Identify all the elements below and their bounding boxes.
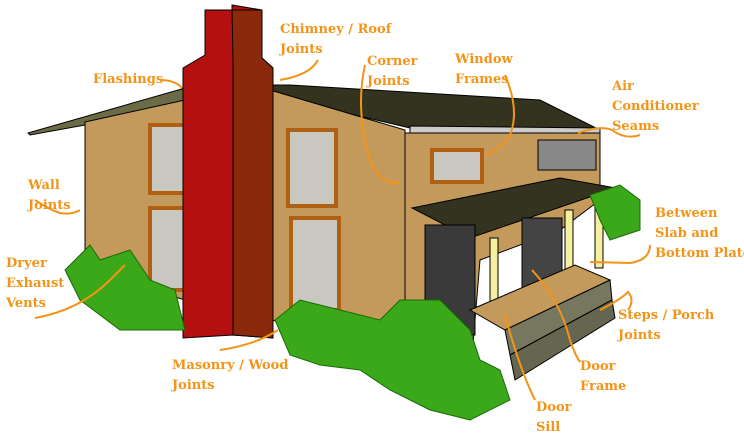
label-wall-joints: Wall Joints bbox=[28, 178, 71, 213]
air-conditioner bbox=[537, 139, 597, 171]
label-air-conditioner-seams: Air Conditioner Seams bbox=[612, 79, 699, 134]
label-slab-bottom-plate: Between Slab and Bottom Plate bbox=[655, 206, 744, 261]
label-window-frames: Window Frames bbox=[455, 52, 513, 87]
label-chimney-roof-joints: Chimney / Roof Joints bbox=[280, 22, 392, 57]
label-masonry-wood-joints: Masonry / Wood Joints bbox=[172, 358, 289, 393]
label-steps-porch-joints: Steps / Porch Joints bbox=[618, 308, 715, 343]
leader-lines bbox=[34, 59, 651, 401]
bushes bbox=[64, 184, 641, 421]
label-door-frame: Door Frame bbox=[580, 359, 627, 394]
label-dryer-exhaust-vents: Dryer Exhaust Vents bbox=[6, 256, 65, 311]
label-corner-joints: Corner Joints bbox=[367, 54, 418, 89]
label-flashings: Flashings bbox=[93, 72, 164, 87]
label-door-sill: Door Sill bbox=[536, 400, 572, 435]
